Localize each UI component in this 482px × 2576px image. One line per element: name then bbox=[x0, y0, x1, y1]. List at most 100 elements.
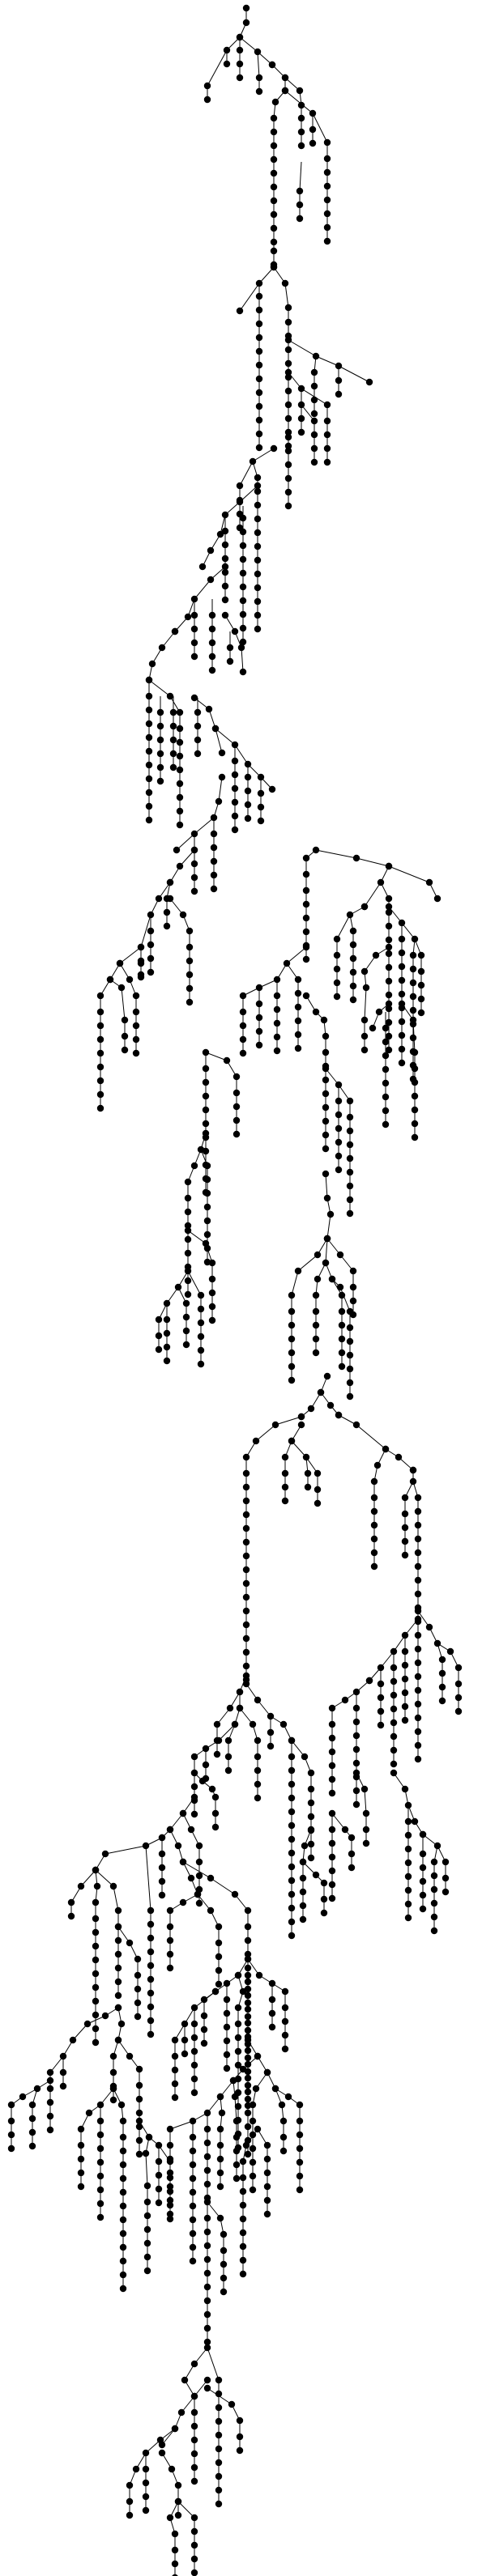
tree-node bbox=[190, 830, 198, 838]
tree-node bbox=[304, 1483, 312, 1491]
tree-node bbox=[236, 307, 244, 315]
tree-node bbox=[323, 237, 331, 245]
tree-node bbox=[239, 2201, 247, 2209]
tree-node bbox=[242, 1453, 250, 1461]
tree-node bbox=[335, 1097, 343, 1105]
tree-node bbox=[239, 2187, 247, 2196]
tree-edge bbox=[194, 579, 211, 600]
tree-node bbox=[145, 706, 153, 714]
tree-node bbox=[92, 2011, 100, 2019]
tree-node bbox=[184, 1267, 192, 1275]
tree-node bbox=[179, 1898, 187, 1906]
tree-node bbox=[158, 1850, 166, 1858]
tree-node bbox=[244, 801, 252, 809]
tree-node bbox=[254, 1766, 262, 1775]
tree-node bbox=[46, 2077, 54, 2085]
tree-node bbox=[184, 1277, 192, 1285]
tree-node bbox=[169, 722, 177, 730]
tree-edge bbox=[258, 266, 275, 284]
tree-node bbox=[208, 639, 216, 647]
tree-node bbox=[215, 2404, 223, 2412]
tree-node bbox=[270, 247, 278, 255]
tree-node bbox=[312, 1349, 320, 1357]
tree-node bbox=[182, 1299, 190, 1307]
tree-node bbox=[314, 1469, 322, 1477]
tree-node bbox=[310, 458, 318, 466]
tree-node bbox=[398, 935, 406, 943]
tree-edge bbox=[187, 1230, 207, 1244]
tree-node bbox=[346, 1154, 354, 1163]
tree-node bbox=[323, 417, 331, 425]
tree-node bbox=[322, 1259, 330, 1267]
tree-node bbox=[147, 1906, 155, 1915]
tree-node bbox=[326, 1210, 335, 1218]
tree-node bbox=[433, 1639, 441, 1647]
tree-node bbox=[182, 1327, 190, 1335]
tree-node bbox=[145, 775, 153, 783]
tree-node bbox=[184, 1222, 192, 1230]
tree-node bbox=[114, 1964, 122, 1972]
tree-node bbox=[312, 1335, 320, 1343]
tree-node bbox=[390, 1664, 398, 1672]
tree-node bbox=[190, 874, 198, 882]
tree-node bbox=[346, 1196, 354, 1204]
tree-node bbox=[202, 1239, 210, 1248]
tree-node bbox=[77, 2125, 85, 2133]
tree-node bbox=[255, 402, 263, 410]
tree-node bbox=[116, 959, 124, 967]
tree-node bbox=[143, 2198, 151, 2206]
tree-node bbox=[203, 2376, 211, 2384]
tree-node bbox=[190, 2408, 198, 2417]
tree-node bbox=[147, 1962, 155, 1970]
tree-node bbox=[360, 1032, 369, 1040]
tree-edge bbox=[336, 914, 351, 940]
tree-node bbox=[267, 1712, 275, 1720]
tree-node bbox=[101, 1850, 109, 1858]
tree-node bbox=[181, 2050, 189, 2058]
tree-node bbox=[401, 1551, 409, 1559]
tree-node bbox=[216, 2093, 224, 2101]
tree-node bbox=[184, 613, 192, 621]
tree-node bbox=[349, 996, 357, 1004]
tree-node bbox=[382, 1038, 390, 1046]
tree-node bbox=[254, 1780, 262, 1788]
tree-node bbox=[244, 1955, 252, 1963]
tree-node bbox=[322, 1117, 330, 1125]
tree-node bbox=[341, 1826, 349, 1834]
tree-edge bbox=[291, 1740, 305, 1758]
tree-node bbox=[143, 2212, 151, 2220]
tree-node bbox=[117, 2101, 126, 2109]
tree-node bbox=[382, 1107, 390, 1115]
tree-node bbox=[323, 155, 331, 163]
tree-node bbox=[322, 1032, 330, 1040]
tree-node bbox=[208, 1316, 216, 1324]
tree-node bbox=[203, 2297, 211, 2305]
tree-edge bbox=[241, 647, 244, 673]
tree-edge bbox=[176, 833, 195, 851]
tree-node bbox=[226, 1704, 234, 1712]
tree-node bbox=[360, 967, 369, 976]
tree-node bbox=[294, 989, 302, 997]
tree-node bbox=[134, 1955, 142, 1963]
tree-node bbox=[135, 2123, 143, 2131]
tree-node bbox=[137, 959, 145, 967]
tree-node bbox=[404, 1801, 412, 1809]
tree-node bbox=[254, 1794, 262, 1802]
tree-node bbox=[288, 1307, 296, 1316]
tree-node bbox=[370, 1562, 378, 1571]
tree-node bbox=[242, 1469, 250, 1477]
tree-node bbox=[296, 2131, 304, 2139]
tree-edge bbox=[169, 898, 184, 916]
tree-node bbox=[404, 1831, 412, 1839]
tree-node bbox=[92, 1956, 100, 1964]
tree-node bbox=[236, 46, 244, 54]
tree-node bbox=[234, 2047, 242, 2055]
tree-node bbox=[215, 2459, 223, 2467]
tree-node bbox=[390, 1719, 398, 1727]
tree-node bbox=[46, 2126, 54, 2134]
tree-node bbox=[430, 1899, 438, 1907]
tree-node bbox=[242, 4, 250, 12]
tree-node bbox=[328, 1853, 336, 1861]
tree-node bbox=[385, 895, 393, 903]
tree-node bbox=[135, 2150, 143, 2158]
